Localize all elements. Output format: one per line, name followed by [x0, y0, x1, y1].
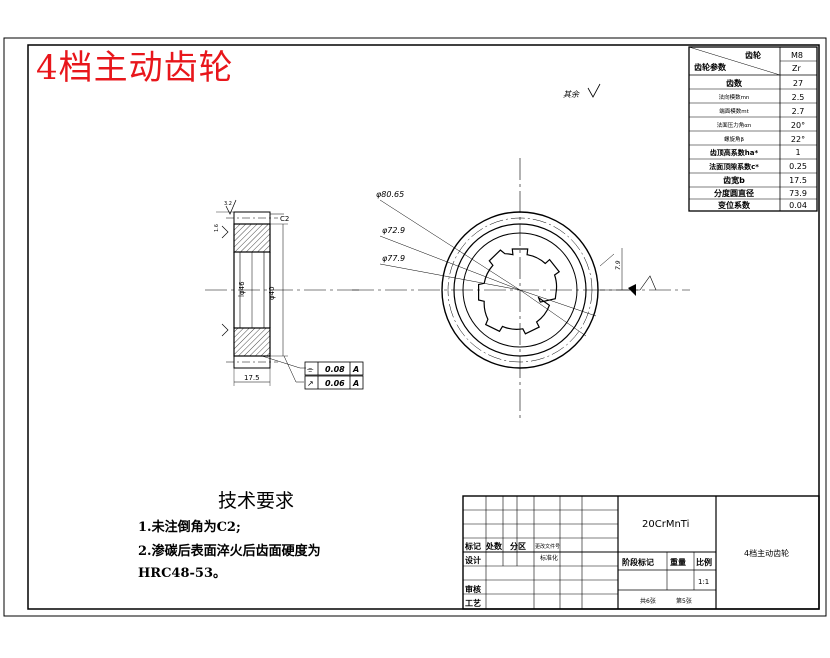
title-block — [462, 495, 820, 610]
gear-row-value: 73.9 — [789, 189, 807, 198]
gear-row-label: 齿数 — [726, 78, 743, 88]
col-process: 工艺 — [465, 598, 481, 608]
upper-section-hatch — [233, 223, 271, 253]
tolerance-labels: ⌯ 0.08 A ↗ 0.06 A — [307, 365, 359, 388]
col-mark: 标记 — [464, 541, 481, 551]
gear-table-header-a: 齿轮 — [745, 50, 761, 60]
width-dim: 17.5 — [244, 374, 260, 382]
tip-circle — [441, 211, 599, 369]
gear-row-label: 齿宽b — [723, 175, 745, 185]
gear-row-label: 法面压力角αn — [717, 121, 752, 129]
gear-row-value: 22° — [791, 135, 805, 144]
gear-row-label: 变位系数 — [718, 200, 751, 210]
col-std: 标准化 — [540, 554, 558, 562]
tip-diameter-label: φ80.65 — [376, 190, 404, 199]
inner-frame — [27, 44, 820, 610]
tech-heading: 技术要求 — [218, 490, 295, 512]
gear-parameter-table: 齿轮 齿轮参数 M8 Zr 齿数 27 法向模数mn 2.5 端面模数mt 2.… — [688, 46, 818, 212]
gear-row-value: 2.5 — [792, 93, 805, 102]
bore-dim-a: φ46 — [238, 281, 246, 295]
roughness-label-b: 1.6 — [214, 224, 220, 232]
roughness-label-a: 3.2 — [224, 201, 232, 207]
gear-row-label: 螺旋角β — [724, 135, 745, 143]
front-view — [352, 158, 690, 420]
gear-row-value: 1 — [795, 148, 800, 157]
front-dimension-labels: φ80.65 φ72.9 φ77.9 7.9 — [376, 190, 622, 270]
gear-row-value: 27 — [793, 79, 803, 88]
tolerance-symbol-icon: ⌯ — [307, 365, 314, 374]
gear-row-label: 分度圆直径 — [714, 188, 754, 198]
col-review: 审核 — [465, 584, 481, 594]
other-surface-roughness: 其余 — [563, 83, 601, 99]
root-diameter-label: φ77.9 — [382, 254, 405, 263]
gear-row-value: 17.5 — [789, 176, 807, 185]
pitch-diameter-label: φ72.9 — [382, 226, 405, 235]
surface-note: 其余 — [563, 90, 580, 99]
scale-value: 1:1 — [698, 578, 709, 586]
chamfer-label: C2 — [280, 215, 289, 223]
gear-row-label: 齿顶高系数ha* — [710, 148, 759, 157]
col-design: 设计 — [465, 555, 481, 565]
col-stage: 阶段标记 — [622, 557, 654, 567]
gear-row-label: 法面顶隙系数c* — [709, 162, 759, 171]
tech-line: 2.渗碳后表面淬火后齿面硬度为 — [138, 544, 321, 559]
bore-dim-b: φ40 — [268, 286, 276, 300]
pitch-circle — [447, 217, 593, 363]
section-view — [205, 199, 362, 386]
tolerance-symbol-icon: ↗ — [307, 379, 314, 388]
gear-table-header-c: M8 — [791, 51, 803, 60]
gear-row-label: 法向模数mn — [719, 93, 750, 101]
part-name-label: 4档主动齿轮 — [744, 548, 789, 558]
drawing-title: 4档主动齿轮 — [36, 48, 234, 88]
tolerance-datum: A — [352, 365, 359, 374]
gear-row-value: 0.25 — [789, 162, 807, 171]
hub-circle — [462, 232, 578, 348]
col-zone: 分区 — [510, 541, 526, 551]
gear-row-label: 端面模数mt — [719, 107, 749, 115]
tech-line: 1.未注倒角为C2; — [138, 520, 241, 535]
outer-frame — [3, 37, 827, 617]
gear-table-header-d: Zr — [792, 64, 801, 73]
sheet-count: 共6张 — [640, 597, 656, 605]
gear-row-value: 2.7 — [792, 107, 805, 116]
spline-bore — [478, 248, 561, 335]
section-dimension-labels: φ46 φ40 17.5 C2 3.2 1.6 — [214, 201, 289, 382]
tolerance-value: 0.08 — [325, 365, 345, 374]
tolerance-datum: A — [352, 379, 359, 388]
gear-table-header-b: 齿轮参数 — [694, 62, 727, 72]
root-circle — [453, 223, 587, 357]
lower-section-hatch — [233, 327, 271, 357]
gear-row-value: 0.04 — [789, 201, 807, 210]
roughness-symbol-icon — [587, 83, 601, 98]
gear-row-value: 20° — [791, 121, 805, 130]
title-block-labels: 20CrMnTi 4档主动齿轮 标记 处数 分区 更改文件号 设计 标准化 审核… — [464, 519, 789, 608]
sheet-number: 第5张 — [676, 597, 692, 605]
tech-line: HRC48-53。 — [138, 566, 227, 581]
col-scale: 比例 — [696, 557, 712, 567]
tolerance-value: 0.06 — [325, 379, 345, 388]
col-doc: 更改文件号 — [535, 543, 560, 550]
spline-dim-label: 7.9 — [615, 260, 622, 270]
material-label: 20CrMnTi — [642, 519, 689, 530]
col-weight: 重量 — [670, 557, 686, 567]
tolerance-frames — [304, 361, 364, 390]
col-count: 处数 — [485, 541, 503, 551]
